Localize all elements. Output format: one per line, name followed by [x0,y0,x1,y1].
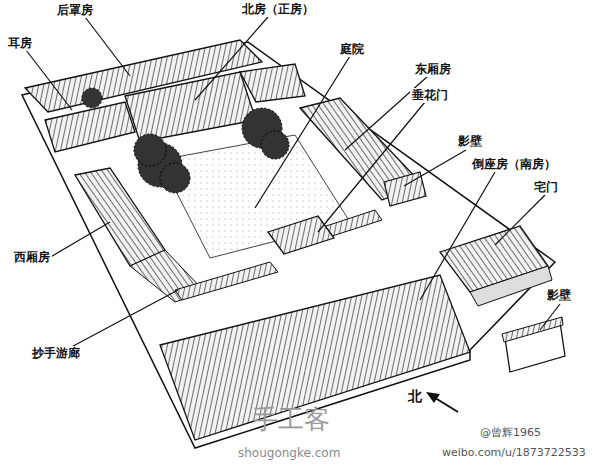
building-label: 影壁 [545,288,573,303]
tree [82,88,102,108]
watermark: weibo.com/u/1873722533 [440,446,588,460]
north-hall-roof [125,72,256,142]
tree [134,134,166,166]
veranda-roof [175,262,278,300]
building-label: 倒座房（南房） [470,157,558,172]
gate-steps [470,266,552,306]
building-label: 西厢房 [12,250,52,265]
building-label: 抄手游廊 [30,346,82,361]
building-label: 影壁 [456,134,484,149]
south-row-roof [160,275,470,440]
building-label: 耳房 [6,36,34,51]
compound-wall [22,42,555,448]
building-label: 东厢房 [413,62,453,77]
north-arrow [426,392,458,412]
building-label: 宅门 [532,180,560,195]
building-label: 庭院 [338,42,366,57]
tree [261,131,289,159]
building-label: 垂花门 [410,88,450,103]
courtyard-ground [160,135,350,258]
tree [160,163,190,193]
watermark: @曾辉1965 [478,426,543,440]
ear-room-roof [240,64,305,102]
watermark: shougongke.com [236,446,342,461]
outer-screen-wall-cap [502,317,563,342]
ear-room-roof [45,102,135,152]
building-label: 后罩房 [55,3,95,18]
leader-lines [26,17,560,352]
hanging-flower-gate [268,216,334,254]
watermark: 手工客 [250,405,332,434]
building-label: 北房（正房） [240,2,316,17]
building-group [22,40,565,448]
compass-label: 北 [406,388,424,405]
